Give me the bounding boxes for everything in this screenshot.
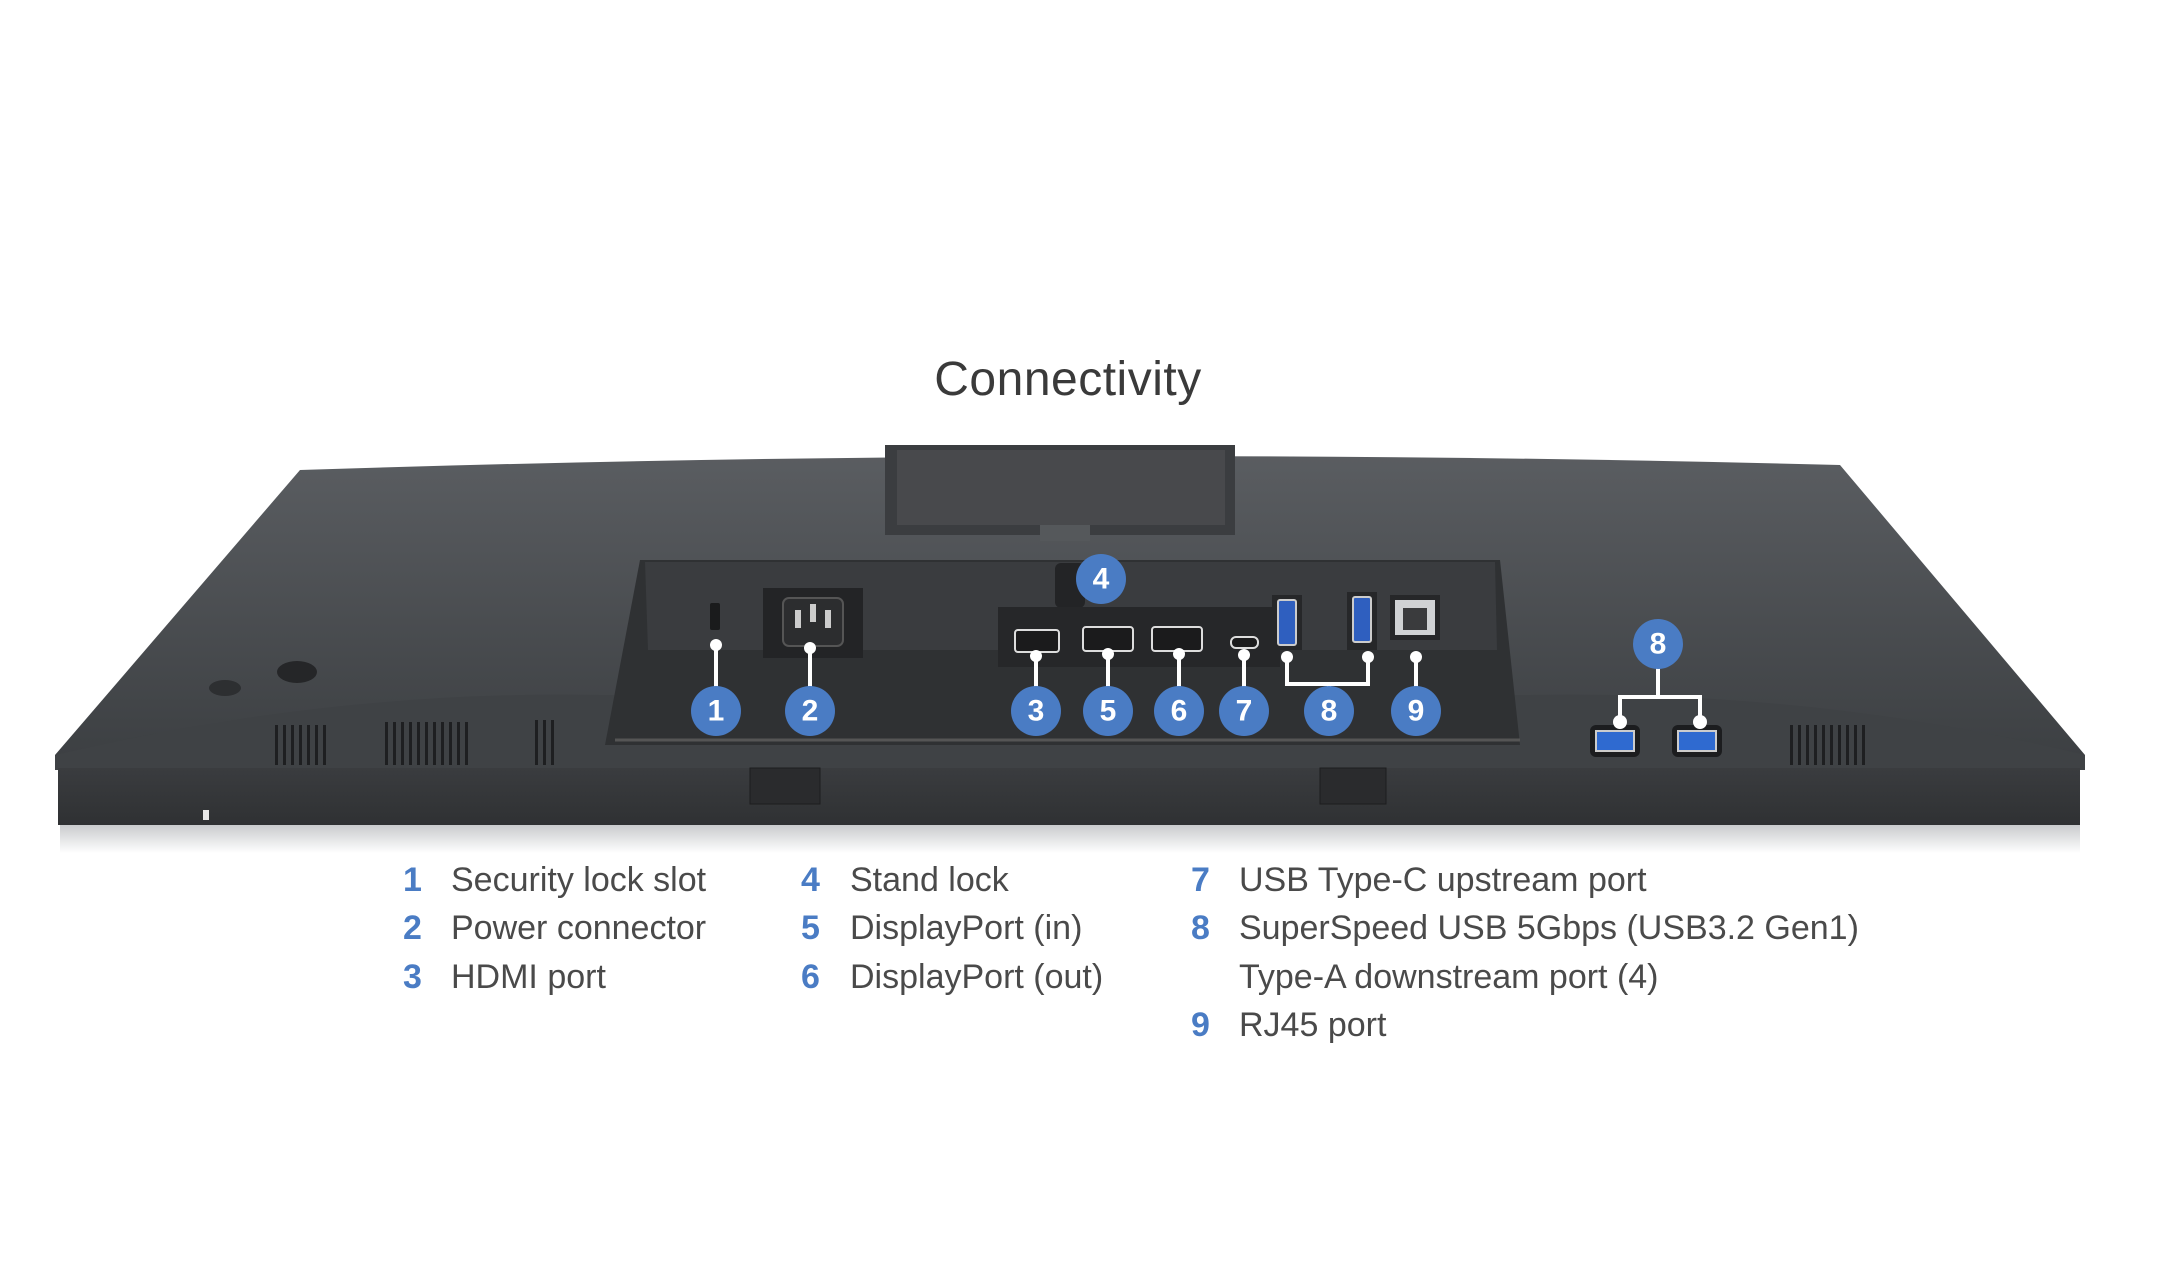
legend-label: Power connector [451,909,707,947]
legend-label: Stand lock [850,861,1009,899]
page-title: Connectivity [934,353,1202,406]
svg-text:8: 8 [1321,695,1338,728]
legend-number: 4 [801,861,820,899]
legend-label-continued: Type-A downstream port (4) [1239,958,1659,996]
screw-hole [209,680,241,696]
usb-c-upstream [1230,636,1259,649]
svg-text:9: 9 [1408,695,1425,728]
legend-number: 9 [1191,1006,1210,1044]
svg-text:1: 1 [708,695,725,728]
vent-left [275,720,554,765]
svg-text:6: 6 [1171,695,1188,728]
hdmi-port [1014,629,1060,653]
legend-label: DisplayPort (out) [850,958,1104,996]
displayport-in [1082,626,1134,652]
stand-clip [1040,525,1090,541]
svg-text:3: 3 [1028,695,1045,728]
legend-number: 6 [801,958,820,996]
floor-shadow [60,825,2080,853]
legend-label: DisplayPort (in) [850,909,1083,947]
callout-badge-5: 5 [1083,686,1133,736]
callout-badge-4: 4 [1076,554,1126,604]
callout-badge-1: 1 [691,686,741,736]
leader-lines [714,645,1702,719]
callout-badge-3: 3 [1011,686,1061,736]
legend-label: SuperSpeed USB 5Gbps (USB3.2 Gen1) [1239,909,1859,947]
callout-badge-6: 6 [1154,686,1204,736]
svg-text:7: 7 [1236,695,1253,728]
foot-right [1319,767,1387,805]
callout-badge-8: 8 [1304,686,1354,736]
foot-left [749,767,821,805]
legend-number: 3 [403,958,422,996]
legend-number: 8 [1191,909,1210,947]
security-lock-slot [710,603,720,630]
legend-number: 1 [403,861,422,899]
legend-label: HDMI port [451,958,606,996]
power-led [203,810,209,820]
legend-label: Security lock slot [451,861,707,899]
legend-number: 7 [1191,861,1210,899]
svg-text:4: 4 [1093,563,1110,596]
callout-badge-2: 2 [785,686,835,736]
svg-text:2: 2 [802,695,819,728]
callout-badge-9: 9 [1391,686,1441,736]
legend-number: 2 [403,909,422,947]
monitor-chin [58,768,2080,825]
legend-label: USB Type-C upstream port [1239,861,1647,899]
vent-right [1790,725,1865,765]
callout-badge-7: 7 [1219,686,1269,736]
svg-text:5: 5 [1100,695,1117,728]
legend-number: 5 [801,909,820,947]
callout-badge-8-side: 8 [1633,619,1683,669]
leader-dots [710,639,1707,729]
svg-text:8: 8 [1650,628,1667,661]
legend-label: RJ45 port [1239,1006,1387,1044]
joystick [277,661,317,683]
displayport-out [1151,626,1203,652]
